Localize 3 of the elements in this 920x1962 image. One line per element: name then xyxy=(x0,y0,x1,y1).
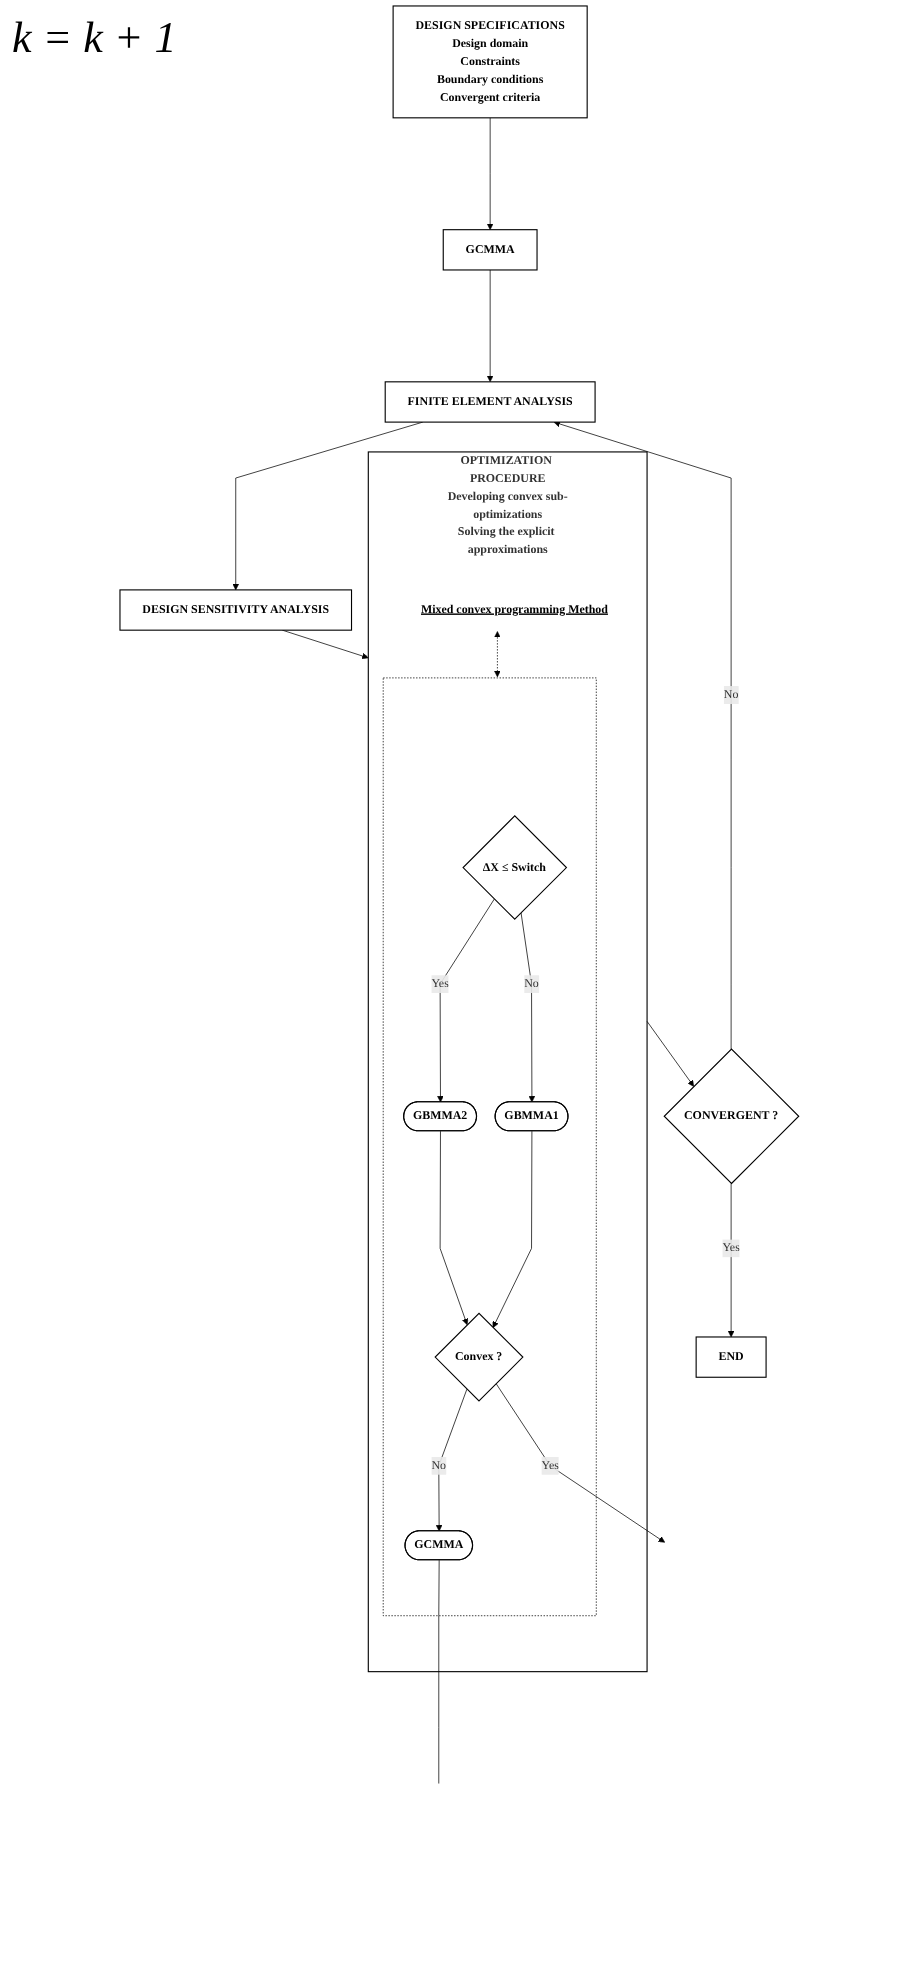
cluster xyxy=(383,677,598,1617)
counter-formula: k = k + 1 xyxy=(12,12,177,64)
arrow xyxy=(494,631,502,678)
